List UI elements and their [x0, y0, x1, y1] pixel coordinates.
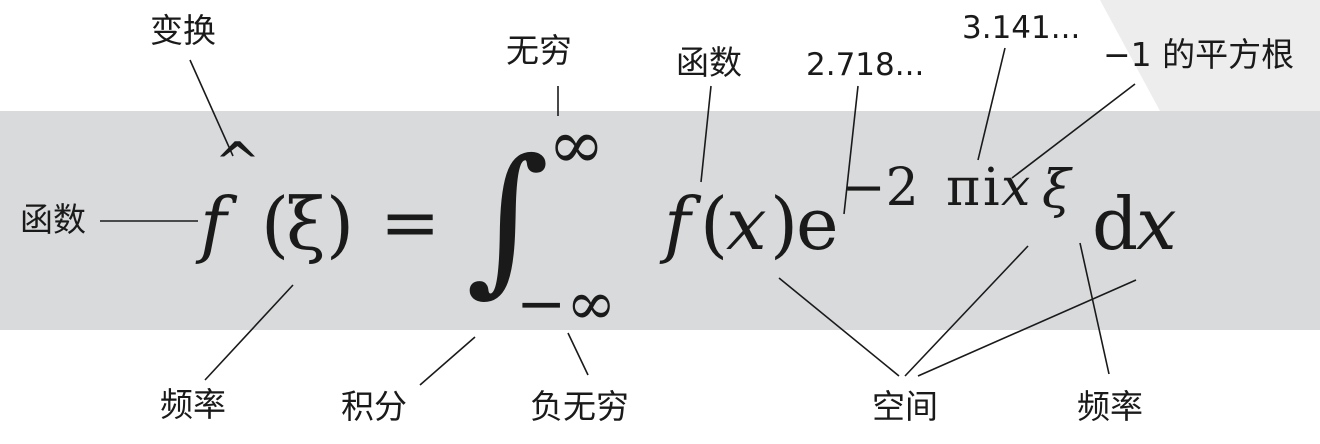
label-transform: 变换 [150, 11, 216, 50]
line-space-dx [917, 279, 1137, 377]
line-pi-value [977, 47, 1006, 161]
label-integral: 积分 [341, 387, 407, 426]
formula-lower-limit: −∞ [516, 269, 617, 339]
formula-integral-sign: ∫ [466, 124, 550, 311]
line-integral [419, 336, 476, 386]
label-e-value: 2.718... [806, 47, 925, 83]
formula-exp-xi: ξ [1042, 160, 1071, 220]
formula-rparen-2: ) [770, 182, 799, 266]
line-sqrt-neg-one [1011, 83, 1136, 179]
formula-exp-x: x [1001, 158, 1031, 218]
formula-d: d [1092, 182, 1139, 266]
formula-x-2: x [1136, 182, 1177, 266]
label-infinity-top: 无穷 [506, 31, 572, 70]
formula-f-hat: f [200, 182, 227, 266]
label-function-mid: 函数 [676, 43, 742, 82]
label-neg-infinity: 负无穷 [530, 387, 629, 426]
label-space: 空间 [872, 387, 938, 426]
label-sqrt-neg-one: −1 的平方根 [1103, 35, 1295, 74]
formula-xi-1: ξ [286, 182, 326, 266]
formula-exp-i: i [983, 158, 1000, 218]
line-space-exp-x [904, 245, 1029, 377]
label-frequency-right: 频率 [1077, 387, 1143, 426]
label-frequency-left: 频率 [160, 385, 226, 424]
formula-lparen-2: ( [700, 182, 729, 266]
line-neg-infinity [567, 332, 589, 376]
formula-exp-minus-two: −2 [842, 158, 919, 218]
formula-e: e [796, 182, 839, 266]
line-frequency-right [1079, 242, 1110, 375]
label-pi-value: 3.141... [962, 10, 1081, 46]
label-function-left: 函数 [20, 200, 86, 239]
line-frequency-left [204, 284, 294, 381]
formula-exp-pi: π [946, 158, 981, 218]
formula-lparen-1: ( [261, 182, 290, 266]
line-function-mid [700, 85, 712, 183]
formula-band [0, 111, 1320, 330]
line-space-fx [778, 277, 900, 377]
formula-x-1: x [726, 182, 767, 266]
formula-rparen-1: ) [326, 182, 355, 266]
formula-equals: = [380, 180, 441, 264]
formula-f-2: f [664, 182, 691, 266]
watermark: 知乎 @量子位 [1228, 424, 1311, 439]
formula-hat: ^ [214, 131, 261, 196]
line-transform [189, 59, 234, 157]
formula-upper-limit: ∞ [548, 106, 605, 185]
line-e-value [843, 85, 859, 215]
